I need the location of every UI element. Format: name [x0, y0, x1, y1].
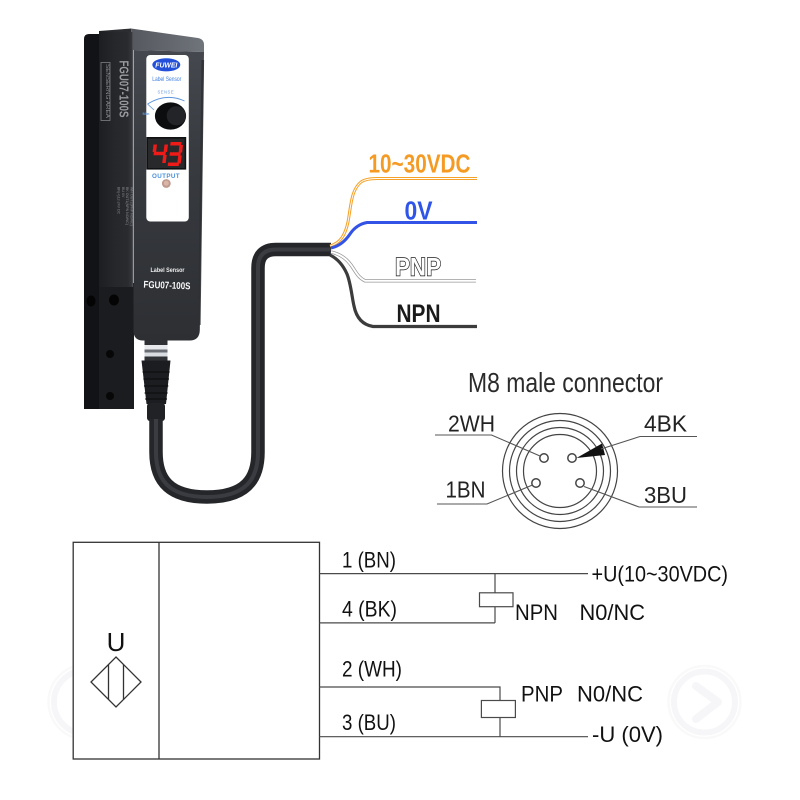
- svg-text:1BN: 1BN: [446, 477, 486, 503]
- svg-text:Min: Min: [143, 111, 150, 116]
- svg-text:SENSE: SENSE: [157, 90, 174, 95]
- svg-text:1 (BN): 1 (BN): [342, 548, 396, 573]
- svg-text:OUTPUT: OUTPUT: [152, 173, 180, 180]
- svg-text:Label Sensor: Label Sensor: [151, 267, 185, 274]
- svg-text:FGU07-100S: FGU07-100S: [143, 280, 191, 293]
- svg-text:Label Sensor: Label Sensor: [152, 76, 181, 83]
- svg-text:BU 0V: BU 0V: [121, 187, 125, 198]
- svg-text:N0/NC: N0/NC: [577, 682, 643, 707]
- svg-text:FUWEI: FUWEI: [155, 61, 178, 70]
- svg-text:+U(10~30VDC): +U(10~30VDC): [592, 562, 729, 587]
- svg-text:BN(+)12-24V DC: BN(+)12-24V DC: [117, 187, 121, 215]
- svg-text:PNP: PNP: [521, 682, 563, 707]
- svg-text:2 (WH): 2 (WH): [342, 657, 402, 682]
- svg-text:4BK: 4BK: [644, 411, 687, 437]
- svg-text:2WH: 2WH: [448, 411, 495, 437]
- svg-text:M8 male connector: M8 male connector: [468, 367, 663, 398]
- svg-text:4 (BK): 4 (BK): [342, 597, 397, 622]
- svg-text:SENSERNG AREA: SENSERNG AREA: [104, 64, 110, 119]
- svg-text:N0/NC: N0/NC: [580, 600, 646, 625]
- svg-text:WH OUT2(PNP NO/NC): WH OUT2(PNP NO/NC): [129, 187, 133, 226]
- svg-text:3BU: 3BU: [644, 482, 687, 508]
- svg-text:0V: 0V: [405, 196, 434, 226]
- svg-text:NPN: NPN: [515, 600, 558, 625]
- svg-text:10~30VDC: 10~30VDC: [369, 149, 471, 179]
- svg-text:PNP: PNP: [395, 254, 441, 282]
- svg-text:3 (BU): 3 (BU): [342, 710, 396, 735]
- svg-text:BK OUT1(NPN NO/NC): BK OUT1(NPN NO/NC): [125, 187, 129, 225]
- svg-text:FGU07-100S: FGU07-100S: [116, 61, 131, 118]
- svg-text:U: U: [107, 627, 126, 657]
- svg-text:-U (0V): -U (0V): [592, 722, 663, 747]
- svg-text:NPN: NPN: [397, 300, 441, 328]
